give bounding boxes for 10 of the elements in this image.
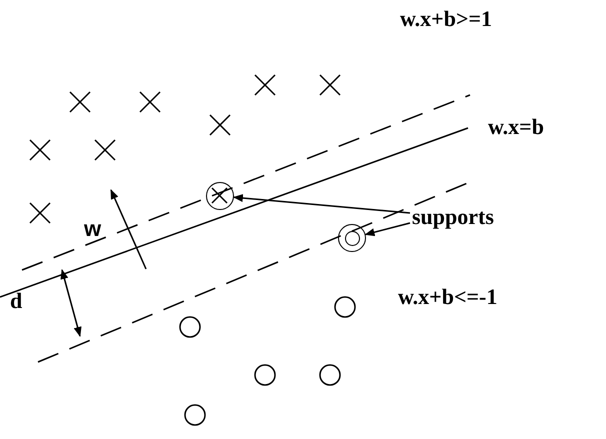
annotation-label: supports [412, 206, 494, 228]
arrow [232, 194, 410, 214]
vector-label: w [84, 218, 102, 240]
double-circle-point [338, 224, 366, 252]
equation-label: w.x=b [488, 116, 544, 138]
equation-label: w.x+b<=-1 [398, 286, 498, 308]
dimension-label: d [10, 290, 22, 312]
equation-label: w.x+b>=1 [400, 8, 492, 30]
circled-cross-point [206, 182, 234, 210]
arrow [364, 222, 410, 236]
